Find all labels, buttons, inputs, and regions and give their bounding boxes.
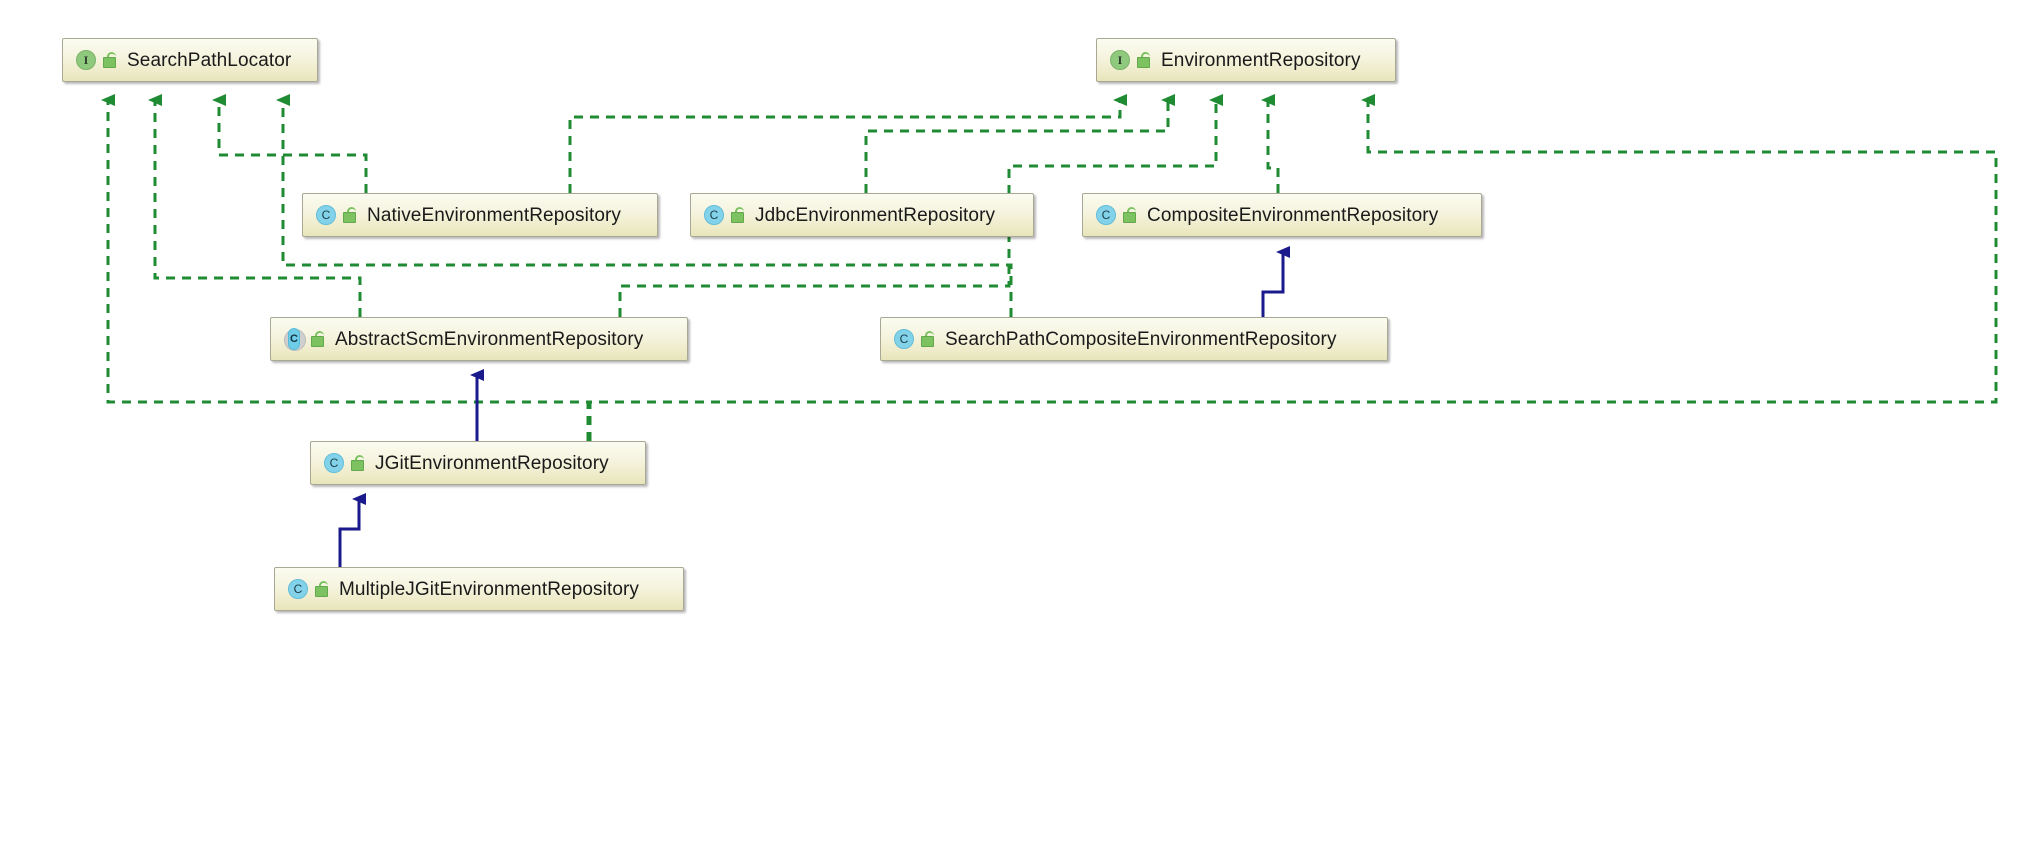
abstract-class-icon: C: [283, 328, 306, 351]
class-icon: C: [323, 452, 345, 474]
unlocked-padlock-icon: [1121, 206, 1137, 224]
node-icon-group: C: [283, 328, 335, 351]
node-search-path-locator[interactable]: I SearchPathLocator: [62, 38, 318, 82]
node-icon-group: C: [287, 578, 339, 600]
unlocked-padlock-icon: [313, 580, 329, 598]
node-label: MultipleJGitEnvironmentRepository: [339, 578, 640, 600]
node-icon-group: C: [1095, 204, 1147, 226]
class-icon: C: [893, 328, 915, 350]
edge-jdbc-implements-environmentrepository: [864, 94, 1175, 193]
node-abstract-scm-environment-repository[interactable]: C AbstractScmEnvironmentRepository: [270, 317, 688, 361]
edge-composite-implements-environmentrepository-main: [1261, 94, 1280, 193]
node-label: JdbcEnvironmentRepository: [755, 204, 996, 226]
edge-native-implements-searchpathlocator: [212, 94, 368, 193]
unlocked-padlock-icon: [101, 51, 117, 69]
node-native-environment-repository[interactable]: C NativeEnvironmentRepository: [302, 193, 658, 237]
node-icon-group: I: [75, 49, 127, 71]
unlocked-padlock-icon: [309, 330, 325, 348]
unlocked-padlock-icon: [1135, 51, 1151, 69]
interface-icon: I: [75, 49, 97, 71]
node-search-path-composite-environment-repository[interactable]: C SearchPathCompositeEnvironmentReposito…: [880, 317, 1388, 361]
node-label: SearchPathCompositeEnvironmentRepository: [945, 328, 1337, 350]
node-label: CompositeEnvironmentRepository: [1147, 204, 1439, 226]
unlocked-padlock-icon: [349, 454, 365, 472]
edge-jgit-implements-environmentrepository: [588, 94, 1998, 441]
node-label: NativeEnvironmentRepository: [367, 204, 622, 226]
node-icon-group: C: [323, 452, 375, 474]
node-environment-repository[interactable]: I EnvironmentRepository: [1096, 38, 1396, 82]
implements-edges: [101, 94, 1998, 441]
class-icon: C: [287, 578, 309, 600]
extends-edges: [338, 246, 1290, 567]
node-icon-group: C: [893, 328, 945, 350]
node-label: JGitEnvironmentRepository: [375, 452, 609, 474]
class-icon: C: [315, 204, 337, 226]
edge-multiplejgit-extends-jgit: [338, 493, 366, 567]
edge-native-implements-environmentrepository: [568, 94, 1127, 193]
node-label: SearchPathLocator: [127, 49, 292, 71]
node-jdbc-environment-repository[interactable]: C JdbcEnvironmentRepository: [690, 193, 1034, 237]
edge-searchpathcomposite-extends-composite: [1261, 246, 1290, 317]
class-icon: C: [1095, 204, 1117, 226]
node-label: AbstractScmEnvironmentRepository: [335, 328, 644, 350]
edge-jgit-implements-searchpathlocator: [101, 94, 590, 441]
node-label: EnvironmentRepository: [1161, 49, 1361, 71]
node-multiple-jgit-environment-repository[interactable]: C MultipleJGitEnvironmentRepository: [274, 567, 684, 611]
interface-icon: I: [1109, 49, 1131, 71]
node-icon-group: I: [1109, 49, 1161, 71]
node-icon-group: C: [703, 204, 755, 226]
node-jgit-environment-repository[interactable]: C JGitEnvironmentRepository: [310, 441, 646, 485]
node-composite-environment-repository[interactable]: C CompositeEnvironmentRepository: [1082, 193, 1482, 237]
unlocked-padlock-icon: [341, 206, 357, 224]
unlocked-padlock-icon: [919, 330, 935, 348]
class-icon: C: [703, 204, 725, 226]
node-icon-group: C: [315, 204, 367, 226]
unlocked-padlock-icon: [729, 206, 745, 224]
